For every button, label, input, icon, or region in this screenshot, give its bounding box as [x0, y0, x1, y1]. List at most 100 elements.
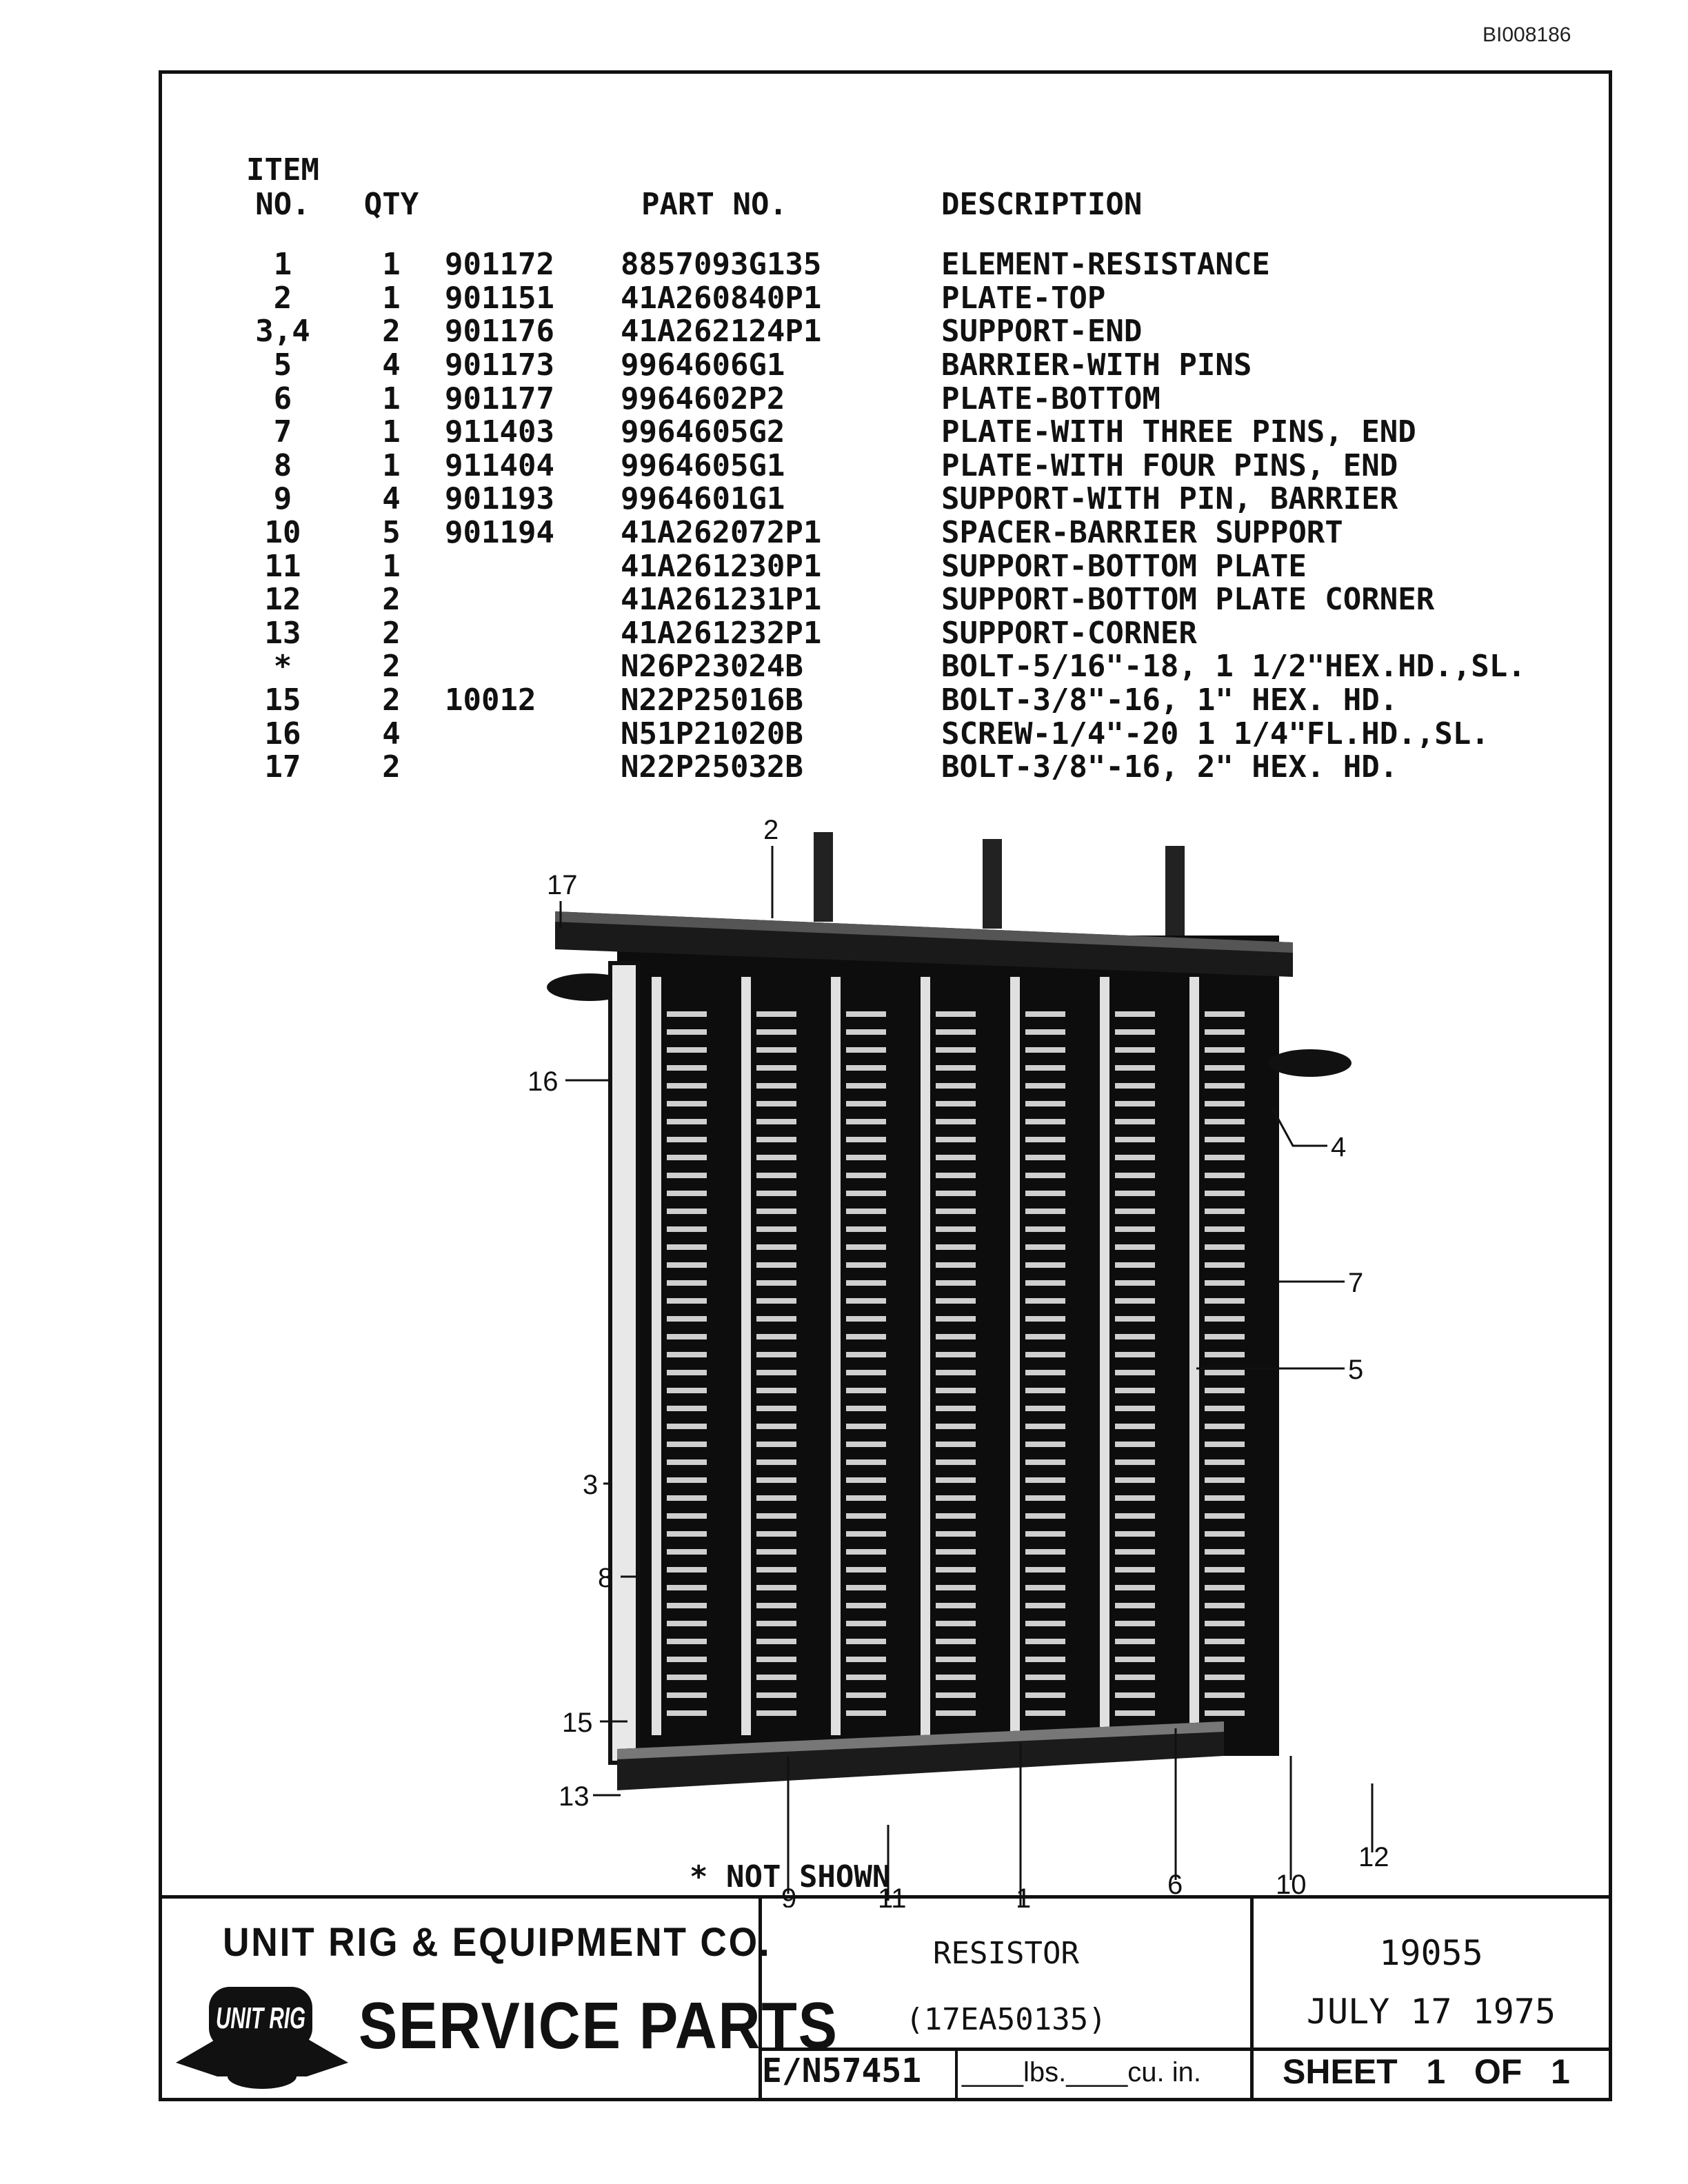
- service-parts-label: SERVICE PARTS: [359, 1989, 838, 2063]
- description-cell: BARRIER-WITH PINS: [941, 347, 1252, 383]
- part-no-cell: N51P21020B: [621, 716, 803, 751]
- description-cell: PLATE-BOTTOM: [941, 381, 1160, 416]
- catalog-no-cell: [445, 650, 621, 684]
- item-no-cell: *: [273, 649, 292, 685]
- callout-label: 6: [1167, 1870, 1183, 1900]
- callout-label: 5: [1348, 1355, 1363, 1385]
- not-shown-note: * NOT SHOWN: [690, 1859, 891, 1894]
- callout-label: 12: [1358, 1842, 1389, 1872]
- header-description: DESCRIPTION: [941, 187, 1143, 222]
- drawing-number: 19055: [1379, 1933, 1483, 1973]
- part-no-cell: N26P23024B: [621, 649, 803, 685]
- description-cell: BOLT-3/8"-16, 1" HEX. HD.: [941, 682, 1398, 718]
- part-no-cell: 41A261230P1: [621, 548, 822, 584]
- description-cell: SUPPORT-BOTTOM PLATE CORNER: [941, 582, 1435, 618]
- weight-volume-field: ____lbs.____cu. in.: [962, 2057, 1201, 2087]
- company-name: UNIT RIG & EQUIPMENT CO.: [223, 1920, 772, 1965]
- callout-label: 10: [1276, 1870, 1307, 1900]
- drawing-subtitle: (17EA50135): [905, 2002, 1107, 2037]
- part-no-cell: N22P25032B: [621, 749, 803, 785]
- qty-cell: 5: [382, 515, 401, 551]
- resistor-element-column: [1189, 977, 1245, 1735]
- qty-cell: 2: [382, 314, 401, 350]
- part-no-cell: N22P25016B: [621, 682, 803, 718]
- catalog-no-cell: 911403: [445, 414, 554, 450]
- qty-cell: 2: [382, 615, 401, 651]
- part-no-cell: 9964605G1: [621, 447, 785, 483]
- callout-label: 13: [559, 1781, 590, 1812]
- end-support-tab: [1269, 1049, 1352, 1077]
- sheet-indicator: SHEET 1 OF 1: [1283, 2052, 1570, 2091]
- description-cell: PLATE-WITH FOUR PINS, END: [941, 447, 1398, 483]
- item-no-cell: 17: [264, 749, 301, 785]
- description-cell: SUPPORT-END: [941, 314, 1143, 350]
- resistor-element-column: [1100, 977, 1155, 1735]
- catalog-no-cell: 901151: [445, 280, 554, 316]
- resistor-body: [617, 936, 1279, 1756]
- part-no-cell: 41A261231P1: [621, 582, 822, 618]
- part-no-cell: 9964606G1: [621, 347, 785, 383]
- qty-cell: 1: [382, 381, 401, 416]
- qty-cell: 1: [382, 280, 401, 316]
- qty-cell: 2: [382, 582, 401, 618]
- unit-rig-logo: UNIT RIG: [176, 1987, 348, 2089]
- description-cell: BOLT-5/16"-18, 1 1/2"HEX.HD.,SL.: [941, 649, 1526, 685]
- terminal-stud: [814, 832, 833, 922]
- qty-cell: 4: [382, 716, 401, 751]
- terminal-stud: [1165, 846, 1185, 936]
- catalog-no-cell: [445, 617, 621, 651]
- part-no-cell: 9964605G2: [621, 414, 785, 450]
- item-no-cell: 5: [273, 347, 292, 383]
- callout-label: 17: [547, 870, 578, 900]
- header-item-no: ITEM NO.: [246, 152, 319, 222]
- callout-label: 7: [1348, 1268, 1363, 1298]
- description-cell: PLATE-WITH THREE PINS, END: [941, 414, 1416, 450]
- catalog-no-cell: 901172: [445, 247, 554, 283]
- catalog-no-cell: [445, 583, 621, 617]
- item-no-cell: 9: [273, 481, 292, 517]
- catalog-no-cell: 901193: [445, 481, 554, 517]
- catalog-no-cell: 901194: [445, 515, 554, 551]
- description-cell: PLATE-TOP: [941, 280, 1106, 316]
- catalog-no-cell: [445, 751, 621, 785]
- item-no-cell: 7: [273, 414, 292, 450]
- callout-label: 16: [528, 1066, 559, 1097]
- qty-cell: 1: [382, 414, 401, 450]
- callout-leaders: [559, 846, 1374, 1908]
- description-cell: SUPPORT-BOTTOM PLATE: [941, 548, 1307, 584]
- qty-cell: 2: [382, 649, 401, 685]
- qty-cell: 1: [382, 548, 401, 584]
- callout-labels: 17 2 16 4 7 5 3 8 15 13 9 11 1 6 10 12: [528, 815, 1389, 1908]
- document-id: BI008186: [1483, 23, 1571, 46]
- catalog-no-cell: [445, 717, 621, 751]
- qty-cell: 2: [382, 682, 401, 718]
- item-no-cell: 13: [264, 615, 301, 651]
- barrier-columns: [652, 977, 1245, 1735]
- item-no-cell: 16: [264, 716, 301, 751]
- logo-text: UNIT RIG: [216, 2001, 305, 2035]
- item-no-cell: 11: [264, 548, 301, 584]
- header-catalog: [445, 139, 621, 248]
- resistor-element-column: [831, 977, 886, 1735]
- resistor-illustration: [547, 832, 1374, 1908]
- item-no-cell: 6: [273, 381, 292, 416]
- item-no-cell: 1: [273, 247, 292, 283]
- table-row: 7 1 911403 9964605G2 PLATE-WITH THREE PINS, …: [228, 416, 1607, 449]
- header-qty: QTY: [363, 187, 419, 222]
- terminal-stud: [983, 839, 1002, 929]
- table-row: * 2 N26P23024B BOLT-5/16"-18, 1 1/2"HEX.HD.…: [228, 650, 1607, 684]
- qty-cell: 1: [382, 447, 401, 483]
- callout-label: 15: [562, 1708, 593, 1738]
- description-cell: ELEMENT-RESISTANCE: [941, 247, 1270, 283]
- part-no-cell: 41A262124P1: [621, 314, 822, 350]
- catalog-no-cell: 901176: [445, 314, 554, 350]
